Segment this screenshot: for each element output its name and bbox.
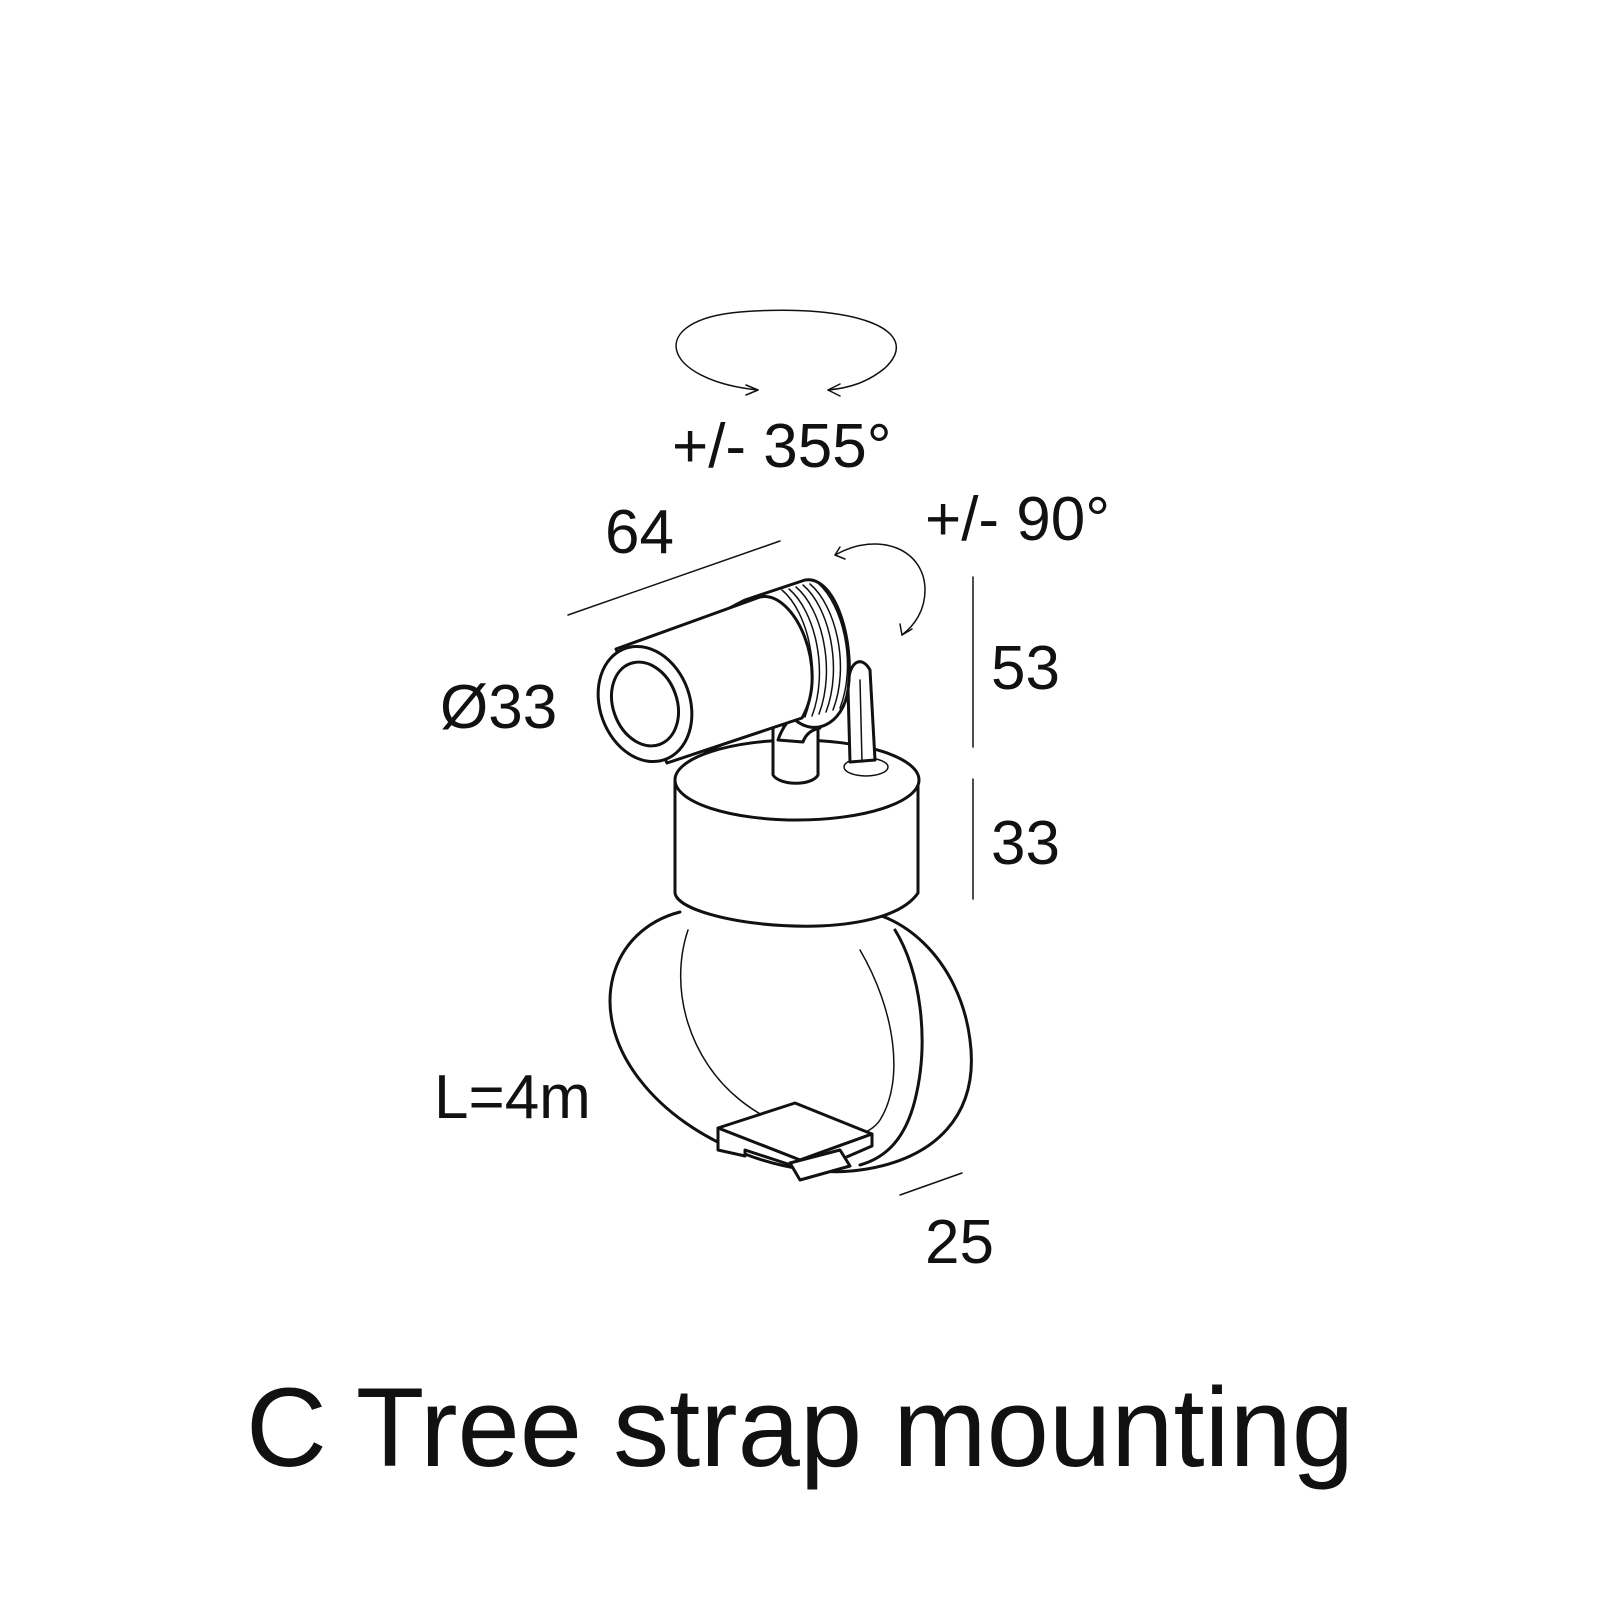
spot-head	[596, 578, 851, 765]
label-height-33: 33	[991, 809, 1060, 878]
label-strap-length: L=4m	[434, 1063, 591, 1132]
label-rotation-90: +/- 90°	[925, 485, 1110, 554]
caption: C Tree strap mounting	[245, 1365, 1355, 1490]
rotation-355-indicator	[675, 309, 898, 397]
label-length-64: 64	[605, 498, 674, 567]
dim-line-64	[567, 540, 781, 616]
label-diameter-33: Ø33	[440, 673, 557, 742]
strap-buckle	[716, 1101, 874, 1182]
dim-line-25	[899, 1172, 963, 1196]
rotation-90-indicator	[834, 543, 926, 636]
label-rotation-355: +/- 355°	[672, 412, 892, 481]
label-height-53: 53	[991, 634, 1060, 703]
spot-arm	[846, 660, 877, 764]
label-strap-width-25: 25	[925, 1208, 994, 1277]
